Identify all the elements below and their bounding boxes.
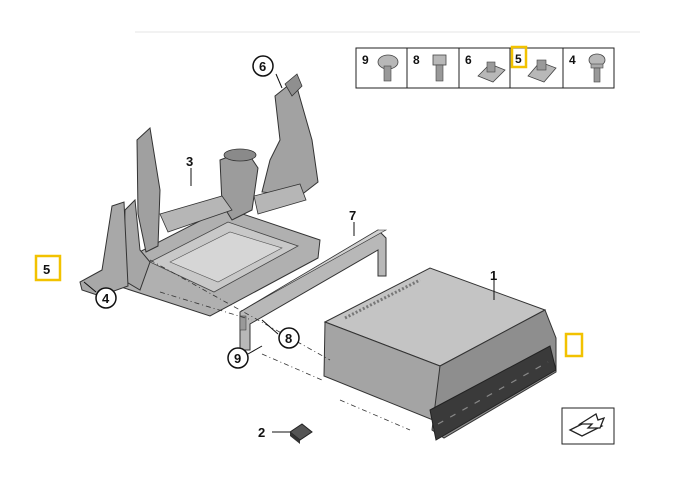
next-page-arrow-icon[interactable] [561,407,615,445]
bolt-icon [432,54,447,82]
callout-8: 8 [285,331,292,346]
bracket-assembly [79,73,321,317]
legend-num-9: 9 [362,53,369,67]
callout-2: 2 [258,425,265,440]
clip-nut-icon [477,61,506,83]
callout-7: 7 [349,208,356,223]
callout-3: 3 [186,154,193,169]
media-unit [323,267,557,441]
legend-num-6: 6 [465,53,472,67]
callout-9: 9 [234,351,241,366]
legend-num-4: 4 [569,53,576,67]
callout-4-circle [95,287,117,309]
legend-num-8: 8 [413,53,420,67]
highlight-box-right [564,332,584,358]
callout-4: 4 [102,291,110,306]
spring-nut-icon [527,59,557,83]
fastener-legend: 9 8 6 5 4 [355,45,615,89]
highlight-box-left [34,254,62,282]
flange-screw-icon [588,53,606,83]
callout-6: 6 [259,59,266,74]
callout-8-circle [278,327,300,349]
assembly-lines [149,259,411,431]
clip-part-side [290,432,300,444]
screw-icon [377,54,399,82]
callout-6-circle [252,55,274,77]
callout-leaders [83,73,495,433]
callout-1: 1 [490,268,497,283]
callout-5: 5 [43,262,50,277]
legend-highlight-box [510,45,528,69]
callout-9-circle [227,347,249,369]
legend-num-5: 5 [515,52,522,66]
